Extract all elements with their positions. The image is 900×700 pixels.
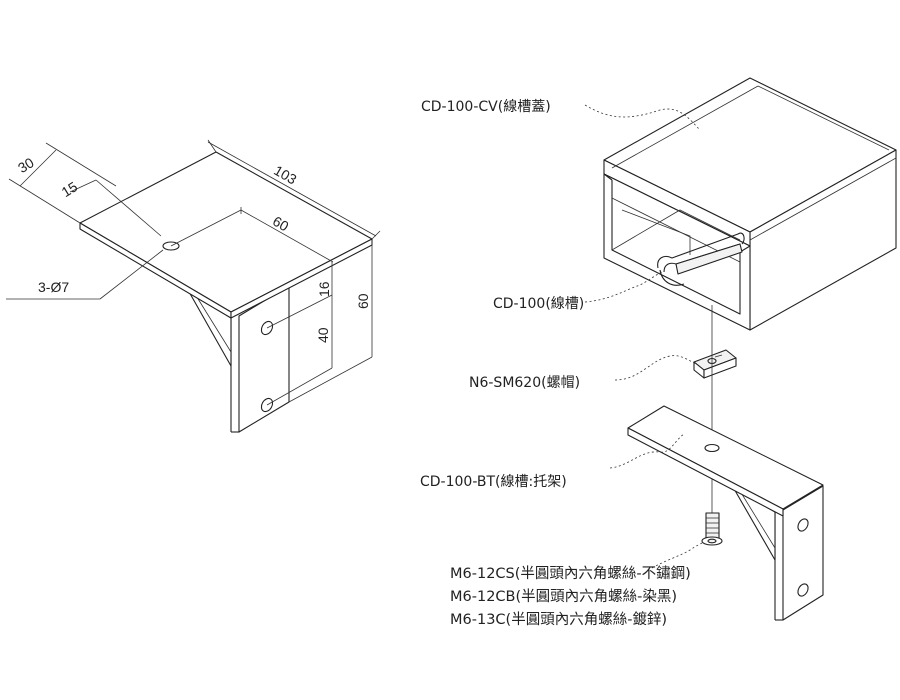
dim-40: 40	[315, 327, 331, 343]
dim-16: 16	[316, 281, 332, 297]
holes-callout: 3-Ø7	[38, 279, 69, 295]
label-bracket: CD-100-BT(線槽:托架)	[420, 474, 567, 490]
support-bracket	[627, 405, 824, 621]
dim-60-top: 60	[270, 213, 292, 235]
label-cover: CD-100-CV(線槽蓋)	[421, 99, 551, 115]
label-screw-cs: M6-12CS(半圓頭內六角螺絲-不鏽鋼)	[450, 565, 691, 582]
dim-103: 103	[271, 162, 299, 188]
dim-15: 15	[58, 178, 80, 200]
label-screw-cb: M6-12CB(半圓頭內六角螺絲-染黑)	[450, 588, 677, 605]
exploded-assembly: CD-100-CV(線槽蓋) CD-100(線槽) N6-SM620(螺帽) C…	[420, 77, 897, 628]
label-nut: N6-SM620(螺帽)	[469, 375, 580, 391]
label-screw-c: M6-13C(半圓頭內六角螺絲-鍍鋅)	[450, 611, 667, 628]
screw	[701, 512, 723, 546]
cable-duct	[603, 77, 897, 331]
nut	[693, 349, 737, 379]
dim-60-side: 60	[355, 293, 371, 309]
dimensioned-bracket: 30 15 103 60 16 40 60 3-Ø7	[6, 139, 381, 433]
dim-30: 30	[15, 154, 37, 176]
label-duct: CD-100(線槽)	[493, 296, 584, 312]
